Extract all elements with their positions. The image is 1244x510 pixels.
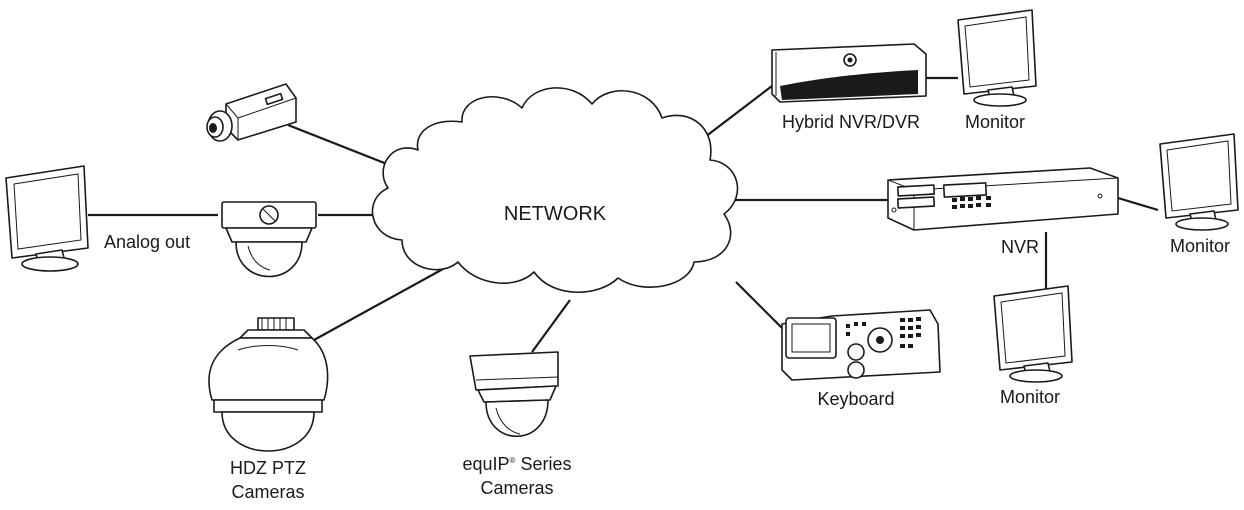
link-nvr-monitor-right	[1117, 196, 1159, 212]
keyboard-label: Keyboard	[817, 389, 894, 409]
hdz-ptz-label-line1: HDZ PTZ	[230, 458, 306, 478]
equip-label-line2: Cameras	[480, 478, 553, 498]
link-keyboard	[735, 281, 783, 329]
network-label: NETWORK	[504, 203, 607, 225]
equip-camera-icon	[469, 351, 559, 437]
monitor-top-label: Monitor	[965, 112, 1025, 132]
nvr-keypad	[952, 196, 991, 209]
monitor-right-label: Monitor	[1170, 236, 1230, 256]
hdz-ptz-label-line2: Cameras	[231, 482, 304, 502]
monitor-top-icon	[957, 9, 1037, 107]
monitor-bottom-icon	[993, 285, 1073, 383]
analog-monitor-icon	[5, 165, 89, 272]
analog-out-label: Analog out	[104, 232, 190, 252]
monitor-bottom-label: Monitor	[1000, 387, 1060, 407]
ptz-camera-icon	[208, 317, 329, 452]
equip-label-line1: equIP® Series	[463, 454, 572, 474]
equip-label-b: Series	[515, 454, 571, 474]
hybrid-nvr-label: Hybrid NVR/DVR	[782, 112, 920, 132]
link-equip	[531, 299, 571, 353]
link-hdz-ptz	[313, 263, 453, 341]
hybrid-nvr-icon	[771, 43, 927, 103]
equip-label-a: equIP	[463, 454, 510, 474]
keyboard-icon	[781, 309, 941, 381]
network-cloud: NETWORK	[371, 87, 739, 293]
monitor-right-icon	[1159, 133, 1239, 231]
nvr-label: NVR	[1001, 237, 1039, 257]
box-camera-icon	[206, 83, 297, 142]
link-box-camera	[287, 123, 393, 168]
dome-camera-icon	[221, 201, 317, 278]
nvr-icon	[887, 167, 1119, 231]
keyboard-keys	[846, 317, 921, 348]
equip-label-sup: ®	[510, 456, 516, 465]
